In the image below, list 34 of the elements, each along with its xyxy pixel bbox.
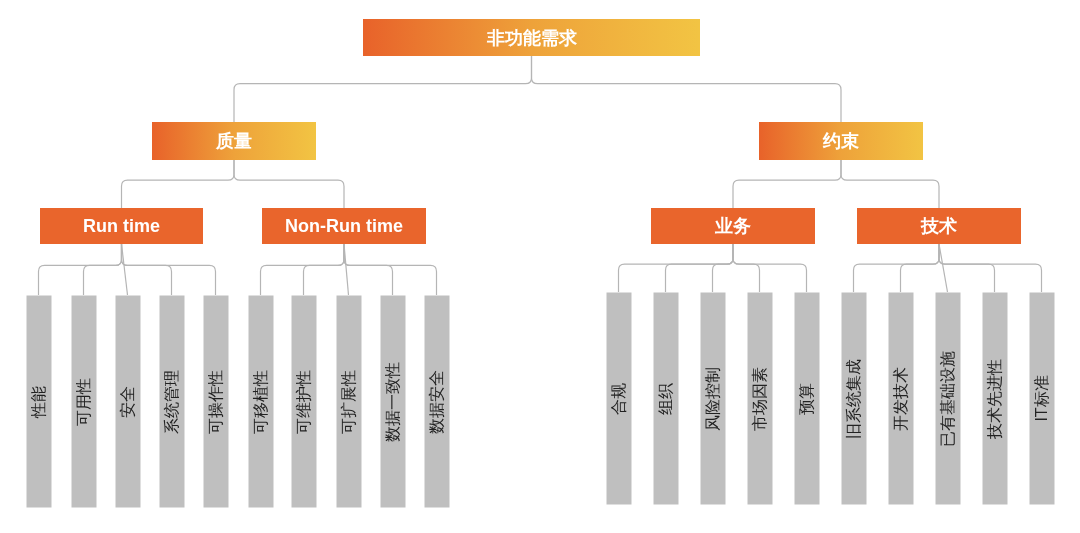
- requirement-bar: 组织: [653, 292, 678, 504]
- brace-connector: [120, 243, 217, 296]
- requirement-bar: 可操作性: [203, 295, 228, 507]
- requirement-bar: 数据安全: [424, 295, 449, 507]
- requirement-bar: 旧系统集成: [841, 292, 866, 504]
- requirement-bar: 可移植性: [248, 295, 273, 507]
- brace-connector: [732, 243, 808, 293]
- requirement-bar: 预算: [794, 292, 819, 504]
- requirement-bar: 安全: [115, 295, 140, 507]
- requirement-bar: 可扩展性: [336, 295, 361, 507]
- brace-connector: [840, 159, 940, 209]
- requirement-bar: 开发技术: [888, 292, 913, 504]
- brace-connector: [233, 159, 345, 209]
- requirement-bar: 可用性: [71, 295, 96, 507]
- category-box: 非功能需求: [363, 19, 700, 56]
- subcategory-box: Non-Run time: [262, 208, 426, 244]
- brace-connector: [530, 55, 842, 123]
- brace-connector: [343, 243, 438, 296]
- category-box: 质量: [152, 122, 316, 160]
- subcategory-box: Run time: [40, 208, 203, 244]
- subcategory-box: 技术: [857, 208, 1021, 244]
- requirement-bar: IT标准: [1029, 292, 1054, 504]
- requirement-bar: 性能: [26, 295, 51, 507]
- requirement-bar: 市场因素: [747, 292, 772, 504]
- requirement-bar: 已有基础设施: [935, 292, 960, 504]
- requirement-bar: 数据一致性: [380, 295, 405, 507]
- category-box: 约束: [759, 122, 923, 160]
- brace-connector: [938, 243, 1043, 293]
- requirement-bar: 合规: [606, 292, 631, 504]
- requirement-bar: 系统管理: [159, 295, 184, 507]
- requirement-bar: 风险控制: [700, 292, 725, 504]
- requirement-bar: 可维护性: [291, 295, 316, 507]
- subcategory-box: 业务: [651, 208, 815, 244]
- requirement-bar: 技术先进性: [982, 292, 1007, 504]
